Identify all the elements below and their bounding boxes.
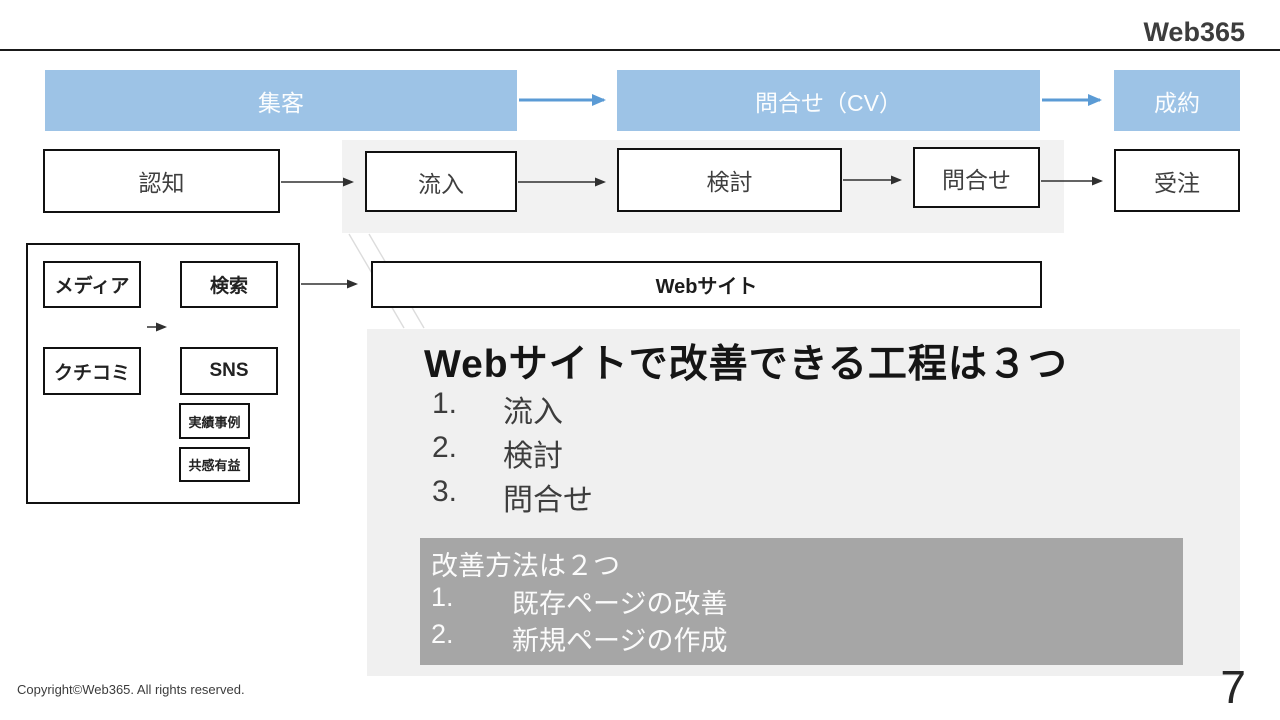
list-number: 1. xyxy=(431,582,454,612)
process-label: 認知 xyxy=(138,170,185,196)
process-box-awareness: 認知 xyxy=(43,149,280,213)
process-label: 受注 xyxy=(1154,169,1200,196)
source-label: 検索 xyxy=(209,276,248,297)
source-box-media: メディア xyxy=(43,261,141,308)
source-label: メディア xyxy=(54,276,130,297)
source-label: 実績事例 xyxy=(188,414,241,430)
source-label: 共感有益 xyxy=(188,458,241,473)
list-number: 2. xyxy=(431,619,454,649)
process-box-inflow: 流入 xyxy=(365,151,517,212)
source-box-word-of-mouth: クチコミ xyxy=(43,347,141,395)
source-box-case-studies: 実績事例 xyxy=(179,403,250,439)
process-label: 検討 xyxy=(706,169,753,195)
stage-box-attract: 集客 xyxy=(45,70,517,131)
process-label: 流入 xyxy=(418,170,464,197)
process-box-inquiry: 問合せ xyxy=(913,147,1040,208)
process-box-order: 受注 xyxy=(1114,149,1240,212)
callout-title: Webサイトで改善できる工程は３つ xyxy=(424,343,1068,386)
stage-box-inquiry-cv: 問合せ（CV） xyxy=(617,70,1040,131)
list-label: 問合せ xyxy=(503,484,593,517)
source-label: SNS xyxy=(209,360,249,381)
list-number: 3. xyxy=(432,475,458,508)
list-number: 2. xyxy=(432,431,458,464)
source-label: クチコミ xyxy=(53,362,130,384)
stage-label: 成約 xyxy=(1154,89,1200,116)
copyright-text: Copyright©Web365. All rights reserved. xyxy=(17,682,245,697)
stage-box-close: 成約 xyxy=(1114,70,1240,131)
page-number: 7 xyxy=(1220,661,1246,713)
logo-text: Web365 xyxy=(1143,17,1245,47)
source-box-empathy: 共感有益 xyxy=(179,447,250,482)
source-box-search: 検索 xyxy=(180,261,278,308)
website-label: Webサイト xyxy=(655,276,758,298)
methods-title: 改善方法は２つ xyxy=(431,551,620,581)
list-number: 1. xyxy=(432,387,458,420)
process-label: 問合せ xyxy=(942,166,1011,193)
list-label: 新規ページの作成 xyxy=(512,626,728,656)
list-label: 流入 xyxy=(503,396,563,429)
header-divider xyxy=(0,49,1280,51)
list-label: 既存ページの改善 xyxy=(512,589,728,619)
process-box-consideration: 検討 xyxy=(617,148,842,212)
source-box-sns: SNS xyxy=(180,347,278,395)
methods-box: 改善方法は２つ 1. 既存ページの改善 2. 新規ページの作成 xyxy=(420,538,1183,665)
stage-label: 問合せ（CV） xyxy=(755,89,902,116)
website-bar: Webサイト xyxy=(371,261,1042,308)
stage-label: 集客 xyxy=(258,89,304,116)
list-label: 検討 xyxy=(503,440,563,473)
